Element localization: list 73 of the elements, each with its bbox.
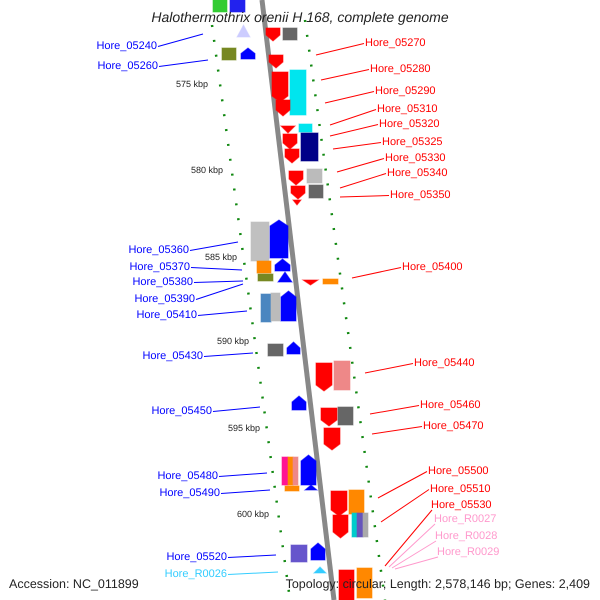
leader-line <box>340 173 386 188</box>
leader-line <box>228 572 278 575</box>
leader-line <box>364 363 414 374</box>
scale-label: 595 kbp <box>228 424 260 433</box>
gene-label: Hore_05360 <box>128 245 189 256</box>
gene-label: Hore_05330 <box>385 153 446 164</box>
leader-line <box>336 158 384 172</box>
leader-line <box>196 284 244 300</box>
gene-label: Hore_R0026 <box>164 569 227 580</box>
leader-line <box>378 471 428 498</box>
gene-label: Hore_05490 <box>159 488 220 499</box>
gene-label: Hore_05480 <box>157 471 218 482</box>
gene-label: Hore_05260 <box>97 61 158 72</box>
leader-line <box>352 267 402 278</box>
leader-line <box>384 510 432 566</box>
gene-label: Hore_05400 <box>402 262 463 273</box>
gene-label: Hore_05450 <box>151 406 212 417</box>
leader-line <box>380 489 430 522</box>
scale-label: 575 kbp <box>176 80 208 89</box>
leader-line <box>332 142 382 150</box>
scale-label: 600 kbp <box>236 510 269 519</box>
gene-label: Hore_R0028 <box>435 531 498 542</box>
genome-info-text: Topology: circular; Length: 2,578,146 bp; Genes: 2,409 <box>286 578 590 590</box>
gene-label: Hore_05410 <box>136 310 197 321</box>
leader-line <box>218 472 268 477</box>
scale-label: 590 kbp <box>216 337 249 346</box>
gene-label: Hore_05380 <box>132 277 193 288</box>
gene-label: Hore_05270 <box>365 38 426 49</box>
leader-line <box>194 280 244 283</box>
leader-line <box>158 60 208 67</box>
leader-line <box>392 540 436 568</box>
gene-label: Hore_05440 <box>414 358 475 369</box>
leader-line <box>324 91 374 104</box>
leader-line <box>394 556 438 570</box>
leader-line <box>190 242 238 251</box>
leader-line <box>204 352 254 357</box>
leader-line <box>228 554 276 558</box>
gene-label: Hore_05320 <box>379 119 440 130</box>
gene-label: Hore_05460 <box>420 400 481 411</box>
gene-label: Hore_05340 <box>387 168 448 179</box>
leader-line <box>212 406 260 412</box>
scale-label: 585 kbp <box>204 253 237 262</box>
gene-label: Hore_05370 <box>129 262 190 273</box>
gene-label: Hore_05280 <box>370 64 431 75</box>
leader-line <box>220 490 270 494</box>
leader-line <box>190 267 242 270</box>
leader-line <box>340 195 390 198</box>
leader-line <box>158 34 204 47</box>
gene-label: Hore_05390 <box>134 294 195 305</box>
gene-label: Hore_05290 <box>375 86 436 97</box>
gene-label: Hore_05325 <box>382 137 443 148</box>
accession-text: Accession: NC_011899 <box>9 578 139 590</box>
leader-line <box>320 69 370 80</box>
gene-label: Hore_05430 <box>142 351 203 362</box>
gene-label: Hore_05240 <box>96 41 157 52</box>
gene-label: Hore_05470 <box>423 421 484 432</box>
leader-line <box>330 124 378 136</box>
leader-line <box>370 405 420 414</box>
gene-label: Hore_05520 <box>166 552 227 563</box>
leader-line <box>198 310 248 316</box>
leader-line <box>372 426 422 434</box>
gene-label: Hore_05510 <box>430 484 491 495</box>
gene-label: Hore_05310 <box>377 104 438 115</box>
leader-line <box>316 43 364 56</box>
leader-line <box>388 524 436 568</box>
gene-label: Hore_05500 <box>428 466 489 477</box>
gene-label: Hore_05350 <box>390 190 451 201</box>
map-title: Halothermothrix orenii H 168, complete genome <box>150 10 450 24</box>
scale-label: 580 kbp <box>190 166 223 175</box>
gene-label: Hore_R0027 <box>434 514 496 525</box>
leader-line <box>330 109 376 126</box>
gene-label: Hore_05530 <box>431 500 492 511</box>
gene-label: Hore_R0029 <box>437 547 500 558</box>
